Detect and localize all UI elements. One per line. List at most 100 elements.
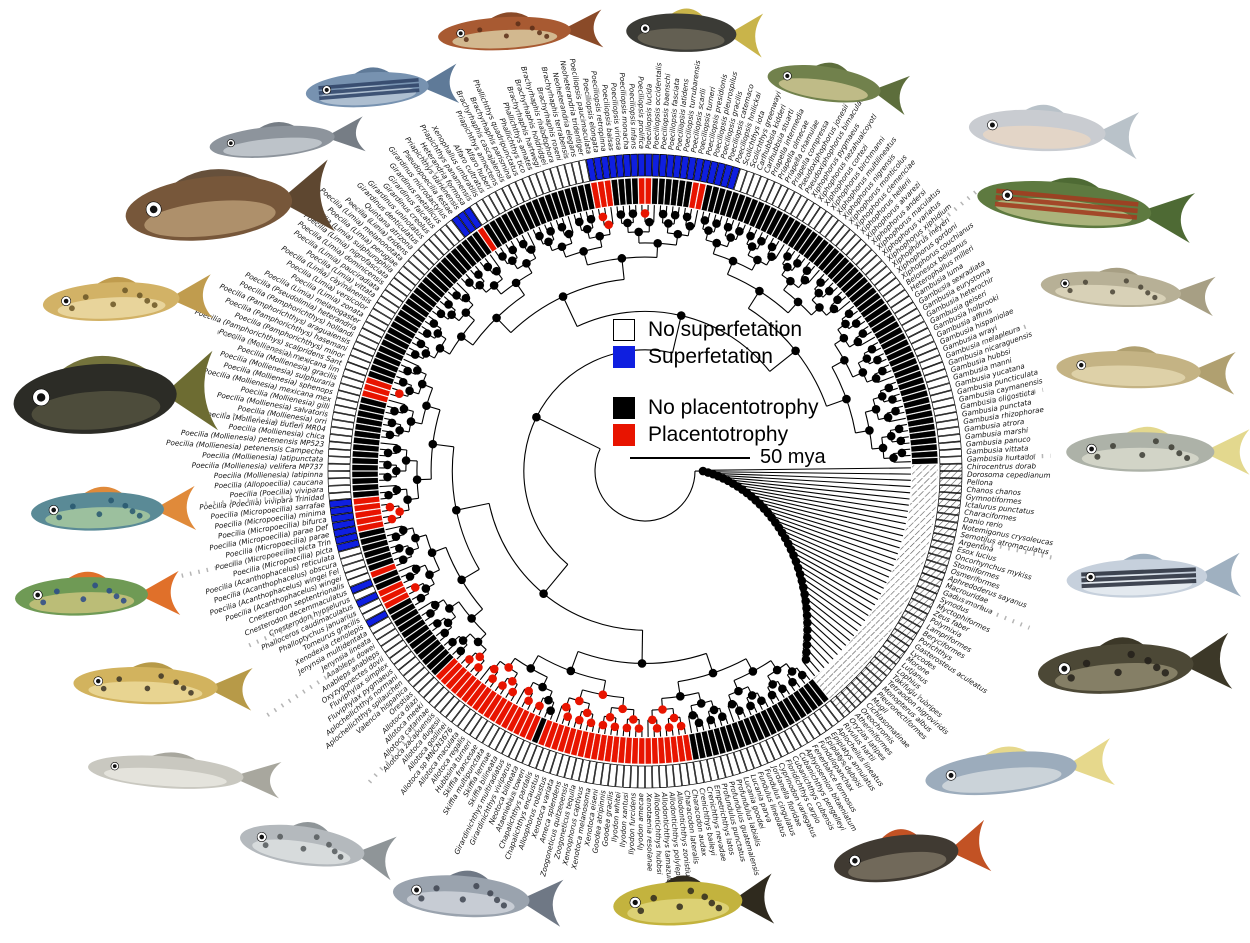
placentotrophy-ring-segment	[445, 666, 468, 690]
fish-eye-pupil	[1061, 665, 1068, 672]
ancestral-state-node-dot	[786, 276, 795, 286]
superfetation-ring-segment	[693, 760, 705, 785]
placentotrophy-ring-segment	[631, 177, 639, 205]
superfetation-ring-segment	[720, 754, 734, 778]
ancestral-state-node-dot	[586, 214, 596, 224]
placentotrophy-ring-segment	[353, 430, 381, 440]
tree-branch	[718, 474, 911, 488]
tree-branch	[808, 620, 843, 651]
ancestral-state-node-dot	[465, 655, 474, 664]
placentotrophy-ring-segment	[856, 628, 882, 650]
ancestral-state-node-dot	[685, 221, 695, 231]
superfetation-ring-segment	[939, 456, 963, 465]
fish-bottom-goodeid-gray	[392, 870, 564, 927]
tree-branch	[755, 498, 904, 537]
superfetation-ring-segment	[790, 194, 808, 219]
placentotrophy-ring-segment	[797, 230, 819, 256]
superfetation-ring-segment	[355, 334, 380, 351]
superfetation-ring-segment	[686, 156, 697, 181]
ancestral-state-node-dot	[867, 344, 877, 354]
placentotrophy-ring-segment	[844, 276, 869, 299]
superfetation-ring-segment	[860, 254, 883, 276]
tree-branch	[567, 216, 574, 233]
ancestral-state-node-dot	[413, 366, 422, 375]
ancestral-state-node-dot	[508, 256, 517, 265]
superfetation-ring-segment	[713, 755, 726, 780]
ancestral-state-node-dot	[557, 242, 567, 252]
fish-spot	[188, 689, 194, 696]
placentotrophy-ring-segment	[550, 191, 565, 219]
superfetation-ring-segment	[850, 244, 872, 266]
fish-eye-pupil	[51, 507, 57, 513]
superfetation-ring-segment	[928, 546, 952, 560]
tree-branch	[859, 336, 876, 347]
ancestral-state-node-dot	[383, 448, 393, 458]
fish-spot	[687, 887, 695, 895]
ancestral-state-node-dot	[524, 696, 533, 706]
fish-right-zebrafish	[1066, 552, 1242, 598]
superfetation-ring-segment	[938, 491, 962, 501]
fish-right-platy	[968, 104, 1140, 160]
ancestral-state-node-dot	[658, 209, 668, 219]
tree-branch	[732, 481, 909, 506]
superfetation-ring-segment	[338, 546, 362, 560]
placentotrophy-ring-segment	[352, 443, 380, 453]
ancestral-state-node-dot	[647, 715, 657, 725]
ancestral-state-node-dot	[395, 507, 404, 516]
placentotrophy-ring-segment	[525, 200, 542, 228]
fish-tail-fin	[1181, 632, 1233, 689]
ancestral-state-node-dot	[878, 366, 887, 376]
fish-belly	[57, 297, 166, 319]
placentotrophy-ring-segment	[911, 471, 939, 478]
superfetation-ring-segment	[407, 666, 430, 688]
ancestral-state-node-dot	[802, 647, 811, 657]
placentotrophy-ring-segment	[455, 674, 478, 699]
fish-belly	[1055, 284, 1166, 306]
fish-tail-fin	[727, 13, 764, 58]
superfetation-ring-segment	[645, 765, 653, 789]
fish-spot	[122, 287, 128, 294]
superfetation-ring-segment	[475, 198, 494, 222]
placentotrophy-ring-segment	[776, 700, 796, 726]
superfetation-ring-segment	[593, 156, 604, 181]
ancestral-state-node-dot	[634, 724, 644, 733]
superfetation-ring-segment	[637, 153, 645, 177]
species-label: Dorosoma cepedianum	[967, 470, 1051, 480]
placentotrophy-ring-segment	[737, 719, 753, 747]
fish-spot	[82, 294, 89, 300]
placentotrophy-ring-segment	[500, 212, 519, 239]
placentotrophy-ring-segment	[440, 256, 463, 281]
superfetation-ring-segment	[508, 736, 525, 761]
placentotrophy-ring-segment	[372, 357, 400, 374]
fish-spot	[337, 853, 344, 860]
ancestral-state-node-dot	[658, 705, 667, 714]
species-label: Ilyodon furcidens	[627, 792, 638, 854]
placentotrophy-ring-segment	[688, 181, 700, 209]
placentotrophy-ring-segment	[651, 737, 659, 765]
placentotrophy-ring-segment	[907, 514, 935, 526]
tree-branch	[801, 571, 869, 616]
tree-branch	[610, 207, 614, 225]
legend: No superfetation Superfetation No placen…	[613, 316, 818, 448]
ancestral-state-node-dot	[539, 589, 548, 598]
species-label: Poecilia (Allopoecilia) caucana	[214, 477, 323, 490]
superfetation-ring-segment	[916, 347, 941, 363]
ancestral-state-node-dot	[799, 583, 808, 592]
placentotrophy-ring-segment	[390, 602, 416, 622]
tree-branch	[727, 705, 735, 722]
placentotrophy-ring-segment	[737, 195, 753, 223]
ancestral-state-node-dot	[793, 297, 803, 307]
placentotrophy-ring-segment	[500, 703, 519, 730]
ancestral-state-node-dot	[522, 259, 531, 268]
superfetation-ring-segment	[933, 526, 957, 538]
placentotrophy-ring-segment	[440, 661, 463, 686]
placentotrophy-ring-segment	[557, 725, 571, 753]
ancestral-state-node-dot	[839, 333, 849, 343]
superfetation-ring-segment	[600, 155, 611, 180]
species-label: Gambusia vittata	[966, 444, 1028, 457]
fish-spot	[136, 292, 143, 299]
photo-leader-line	[964, 599, 1031, 630]
fish-left-molly-gold	[42, 274, 214, 322]
placentotrophy-ring-segment	[537, 719, 553, 747]
tree-branch	[809, 627, 838, 656]
